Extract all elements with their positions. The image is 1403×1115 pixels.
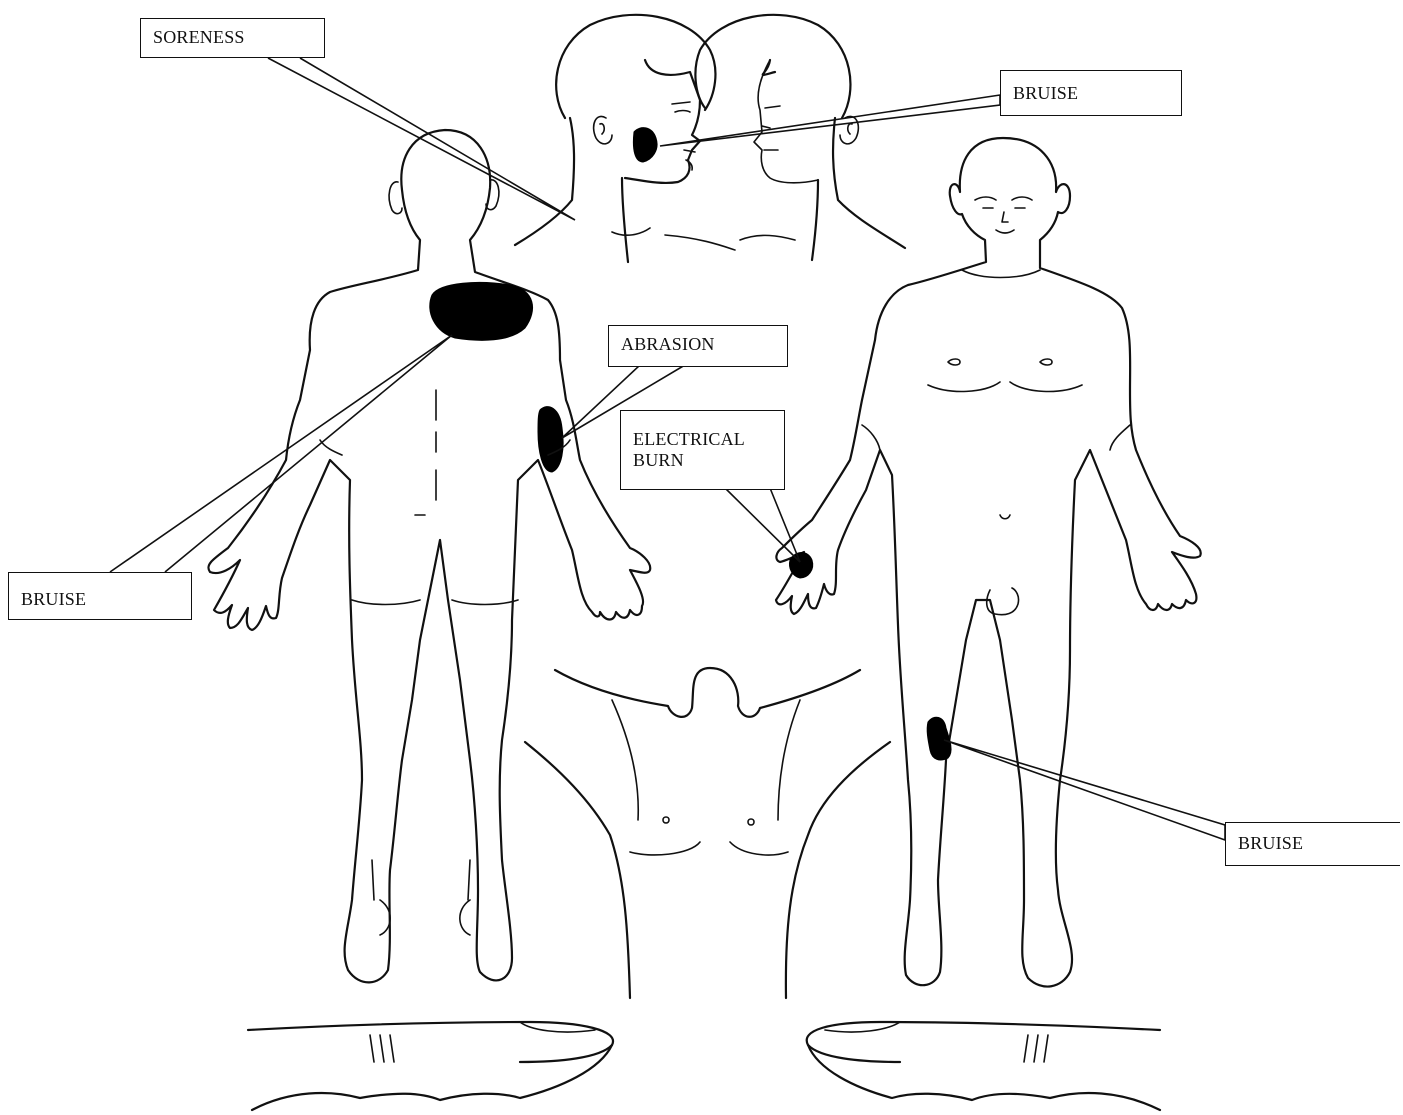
bruise-thigh-mark	[927, 717, 951, 760]
foot-soles	[248, 1022, 1160, 1110]
callout-abrasion: ABRASION	[608, 325, 788, 367]
bruise-cheek-mark	[633, 128, 657, 162]
callout-soreness-text: SORENESS	[153, 27, 312, 48]
callout-abrasion-text: ABRASION	[621, 334, 775, 355]
body-front	[776, 138, 1201, 987]
body-back	[208, 130, 650, 982]
callout-bruise-back-text: BRUISE	[21, 589, 179, 610]
callout-bruise-thigh-text: BRUISE	[1238, 833, 1388, 854]
callout-bruise-face-text: BRUISE	[1013, 83, 1169, 104]
abrasion-mark	[538, 407, 563, 472]
electrical-burn-leader	[725, 488, 800, 562]
callout-bruise-thigh: BRUISE	[1225, 822, 1400, 866]
head-right-profile	[515, 15, 735, 262]
callout-bruise-face: BRUISE	[1000, 70, 1182, 116]
callout-electrical-burn: ELECTRICAL BURN	[620, 410, 785, 490]
electrical-burn-mark	[789, 553, 812, 579]
callout-electrical-burn-line1: ELECTRICAL	[633, 429, 772, 450]
soreness-leader	[268, 58, 575, 220]
bruise-thigh-leader	[944, 740, 1225, 840]
callout-bruise-back: BRUISE	[8, 572, 192, 620]
perineum	[525, 668, 890, 998]
callout-soreness: SORENESS	[140, 18, 325, 58]
bruise-face-leader	[660, 95, 1000, 146]
bruise-back-leader	[110, 335, 452, 572]
bruise-back-mark	[430, 282, 533, 340]
callout-electrical-burn-line2: BURN	[633, 450, 772, 471]
